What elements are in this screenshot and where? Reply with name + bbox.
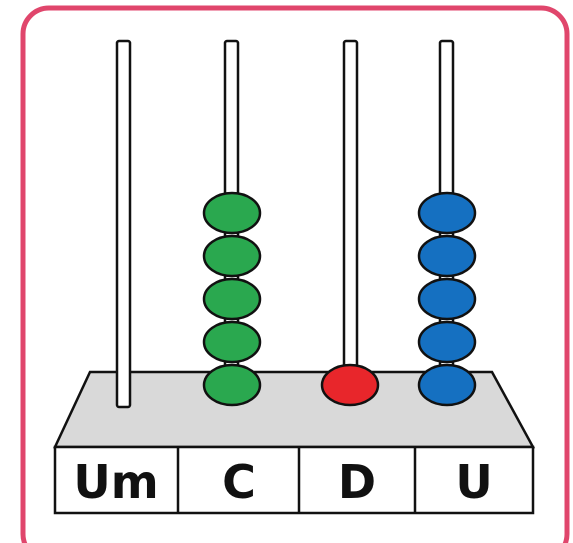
- rod-d: [342, 39, 359, 373]
- beads: [202, 191, 477, 407]
- bead-c: [202, 234, 262, 278]
- bead-c: [202, 277, 262, 321]
- label-d: D: [338, 455, 376, 509]
- bead-c: [202, 363, 262, 407]
- bead-u: [417, 320, 477, 364]
- bead-u: [417, 277, 477, 321]
- rod-um: [115, 39, 132, 409]
- label-c: C: [222, 455, 256, 509]
- label-u: U: [455, 455, 492, 509]
- bead-u: [417, 191, 477, 235]
- bead-c: [202, 320, 262, 364]
- bead-u: [417, 234, 477, 278]
- bead-c: [202, 191, 262, 235]
- label-um: Um: [73, 455, 158, 509]
- bead-d: [320, 363, 380, 407]
- place-value-labels: Um C D U: [53, 445, 535, 515]
- bead-u: [417, 363, 477, 407]
- label-row-box: [53, 445, 535, 515]
